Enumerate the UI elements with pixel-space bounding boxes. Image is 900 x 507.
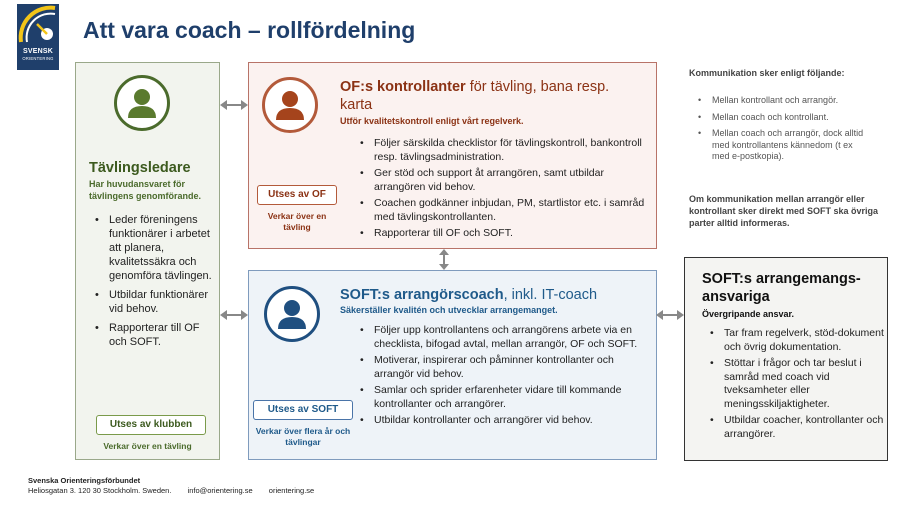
arrangorscoach-scope-note: Verkar över flera år och tävlingar: [255, 426, 351, 447]
utses-av-of-badge: Utses av OF: [257, 185, 337, 205]
list-item: Utbildar funktionärer vid behov.: [93, 288, 215, 316]
list-item: Mellan kontrollant och arrangör.: [696, 95, 866, 107]
list-item: Ger stöd och support åt arrangören, samt…: [358, 167, 650, 194]
kommunikation-heading: Kommunikation sker enligt följande:: [689, 68, 845, 78]
list-item: Utbildar kontrollanter och arrangörer vi…: [358, 414, 650, 428]
kommunikation-list: Mellan kontrollant och arrangör. Mellan …: [696, 95, 866, 168]
kontrollanter-subtitle: Utför kvalitetskontroll enligt vårt rege…: [340, 116, 524, 126]
list-item: Mellan coach och kontrollant.: [696, 112, 866, 124]
utses-av-klubben-badge: Utses av klubben: [96, 415, 206, 435]
tavlingsledare-scope-note: Verkar över en tävling: [103, 441, 192, 451]
kontrollant-person-icon: [262, 77, 318, 133]
kontrollanter-list: Följer särskilda checklistor för tävling…: [358, 137, 650, 244]
page-title: Att vara coach – rollfördelning: [83, 17, 416, 43]
arrangorscoach-list: Följer upp kontrollantens och arrangören…: [358, 324, 650, 431]
tavlingsledare-subtitle: Har huvudansvaret för tävlingens genomfö…: [89, 179, 202, 201]
double-arrow-icon: [656, 310, 684, 320]
kontrollanter-title: OF:s kontrollanter för tävling, bana res…: [340, 79, 610, 113]
double-arrow-icon: [220, 100, 248, 110]
soft-ansvariga-list: Tar fram regelverk, stöd-dokument och öv…: [708, 327, 884, 444]
svensk-orientering-logo: SVENSK ORIENTERING: [17, 4, 59, 70]
utses-av-soft-badge: Utses av SOFT: [253, 400, 353, 420]
list-item: Stöttar i frågor och tar beslut i samråd…: [708, 357, 884, 411]
compass-emblem-icon: [17, 4, 59, 46]
kommunikation-note: Om kommunikation mellan arrangör eller k…: [689, 194, 879, 228]
list-item: Utbildar coacher, kontrollanter och arra…: [708, 414, 884, 441]
arrangorscoach-person-icon: [264, 286, 320, 342]
list-item: Följer upp kontrollantens och arrangören…: [358, 324, 650, 351]
list-item: Tar fram regelverk, stöd-dokument och öv…: [708, 327, 884, 354]
list-item: Rapporterar till OF och SOFT.: [93, 321, 215, 349]
tavlingsledare-list: Leder föreningens funktionärer i arbetet…: [93, 213, 215, 354]
kontrollanter-scope-note: Verkar över en tävling: [267, 211, 327, 232]
list-item: Rapporterar till OF och SOFT.: [358, 227, 650, 241]
soft-ansvariga-title: SOFT:s arrangemangs-ansvariga: [702, 271, 861, 305]
footer-address: Heliosgatan 3. 120 30 Stockholm. Sweden.: [28, 486, 172, 495]
soft-ansvariga-subtitle: Övergripande ansvar.: [702, 309, 795, 319]
list-item: Följer särskilda checklistor för tävling…: [358, 137, 650, 164]
tavlingsledare-title: Tävlingsledare: [89, 160, 191, 176]
footer-web[interactable]: orientering.se: [268, 486, 315, 495]
double-arrow-icon: [220, 310, 248, 320]
list-item: Leder föreningens funktionärer i arbetet…: [93, 213, 215, 283]
footer-org: Svenska Orienteringsförbundet: [28, 476, 141, 485]
list-item: Samlar och sprider erfarenheter vidare t…: [358, 384, 650, 411]
arrangorscoach-subtitle: Säkerställer kvalitén och utvecklar arra…: [340, 305, 558, 315]
double-arrow-vertical-icon: [439, 249, 449, 270]
list-item: Mellan coach och arrangör, dock alltid m…: [696, 128, 866, 163]
arrangorscoach-title: SOFT:s arrangörscoach, inkl. IT-coach: [340, 287, 598, 303]
logo-text-orientering: ORIENTERING: [22, 56, 54, 61]
footer-email[interactable]: info@orientering.se: [187, 486, 253, 495]
logo-text-svensk: SVENSK: [23, 48, 53, 55]
tavlingsledare-person-icon: [114, 75, 170, 131]
list-item: Coachen godkänner inbjudan, PM, startlis…: [358, 197, 650, 224]
list-item: Motiverar, inspirerar och påminner kontr…: [358, 354, 650, 381]
footer: Svenska Orienteringsförbundet Heliosgata…: [28, 476, 314, 496]
